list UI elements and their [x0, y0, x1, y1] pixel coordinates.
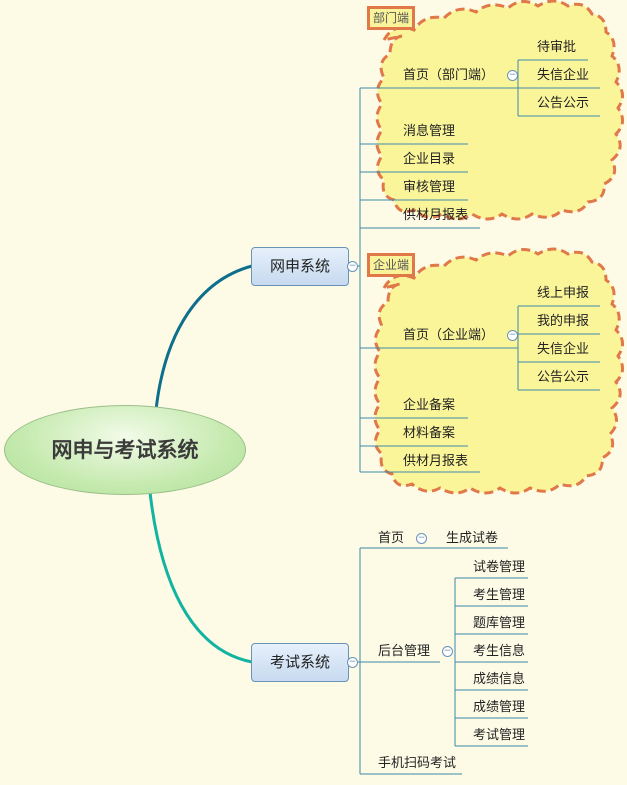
- node-leaf[interactable]: 线上申报: [537, 286, 590, 301]
- node-item[interactable]: 审核管理: [403, 180, 456, 195]
- node-leaf[interactable]: 成绩信息: [473, 672, 526, 687]
- node-item[interactable]: 企业备案: [403, 398, 456, 413]
- node-item[interactable]: 消息管理: [403, 124, 456, 139]
- curve-wangshen: [154, 264, 253, 411]
- branch-kaoshi[interactable]: 考试系统: [251, 643, 349, 682]
- node-backend[interactable]: 后台管理: [378, 644, 431, 659]
- node-item[interactable]: 供材月报表: [403, 208, 469, 223]
- curve-kaoshi: [148, 491, 253, 664]
- node-ent-home[interactable]: 首页（企业端）: [403, 328, 495, 343]
- node-leaf[interactable]: 公告公示: [537, 370, 590, 385]
- node-leaf[interactable]: 题库管理: [473, 616, 526, 631]
- node-leaf[interactable]: 成绩管理: [473, 700, 526, 715]
- node-leaf[interactable]: 失信企业: [537, 342, 590, 357]
- minus-circle-icon[interactable]: −: [347, 657, 358, 668]
- node-leaf[interactable]: 生成试卷: [446, 531, 499, 546]
- minus-circle-icon[interactable]: −: [442, 646, 453, 657]
- node-exam-home[interactable]: 首页: [378, 531, 405, 546]
- node-leaf[interactable]: 待审批: [537, 40, 577, 55]
- node-item[interactable]: 供材月报表: [403, 454, 469, 469]
- tag-ent: 企业端: [367, 253, 416, 277]
- tag-dept: 部门端: [367, 6, 416, 30]
- cloud-dept: [375, 0, 624, 221]
- node-leaf[interactable]: 公告公示: [537, 96, 590, 111]
- node-leaf[interactable]: 考生管理: [473, 588, 526, 603]
- tree-lines: [348, 59, 600, 775]
- node-item[interactable]: 材料备案: [403, 426, 456, 441]
- branch-wangshen[interactable]: 网申系统: [251, 247, 349, 286]
- node-leaf[interactable]: 考生信息: [473, 644, 526, 659]
- node-item[interactable]: 企业目录: [403, 152, 456, 167]
- minus-circle-icon[interactable]: −: [347, 261, 358, 272]
- node-leaf[interactable]: 我的申报: [537, 314, 590, 329]
- node-leaf[interactable]: 考试管理: [473, 728, 526, 743]
- node-item[interactable]: 手机扫码考试: [378, 756, 457, 771]
- minus-circle-icon[interactable]: −: [507, 70, 518, 81]
- node-leaf[interactable]: 失信企业: [537, 68, 590, 83]
- minus-circle-icon[interactable]: −: [507, 330, 518, 341]
- node-leaf[interactable]: 试卷管理: [473, 560, 526, 575]
- cloud-ent: [373, 247, 624, 495]
- node-dept-home[interactable]: 首页（部门端）: [403, 68, 495, 83]
- root-topic[interactable]: 网申与考试系统: [4, 405, 246, 495]
- minus-circle-icon[interactable]: −: [416, 533, 427, 544]
